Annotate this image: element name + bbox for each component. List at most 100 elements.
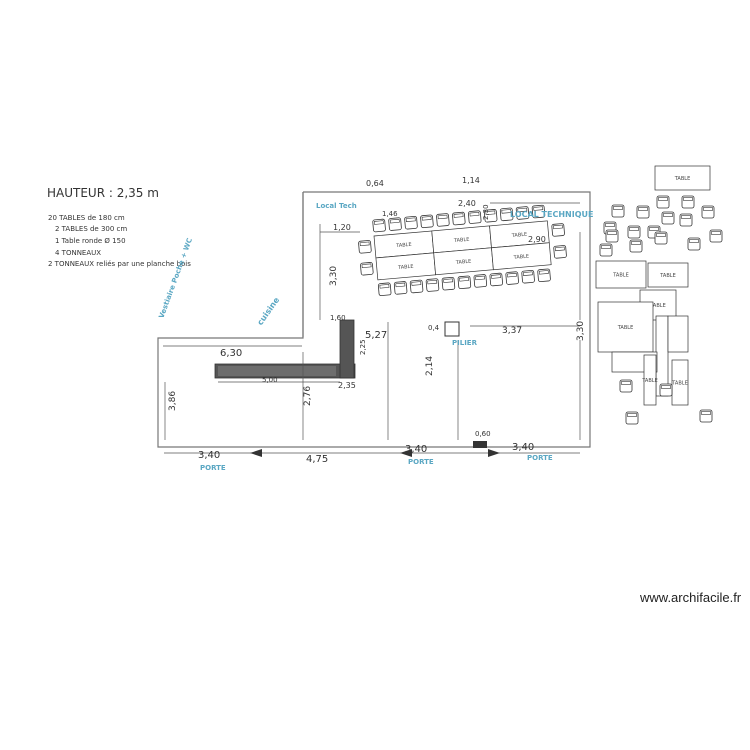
dim-value: 1,46 xyxy=(382,210,398,218)
dim-value: 2,14 xyxy=(425,356,435,376)
chair xyxy=(409,279,424,294)
note-line: 2 TONNEAUX reliés par une planche bois xyxy=(48,260,191,268)
chair xyxy=(468,210,482,224)
chair xyxy=(531,204,546,219)
dim-value: 0,64 xyxy=(366,179,384,188)
dim-value: 3,40 xyxy=(512,442,534,453)
chair xyxy=(393,281,408,295)
table: TABLE xyxy=(595,260,647,289)
chair xyxy=(489,272,503,287)
dim-value: 3,86 xyxy=(168,391,178,411)
door-label: PORTE xyxy=(408,458,434,466)
chair xyxy=(553,245,567,259)
chair xyxy=(521,269,535,284)
door-label: PORTE xyxy=(200,464,226,472)
chair xyxy=(473,274,488,288)
chair xyxy=(441,276,456,291)
note-line: 4 TONNEAUX xyxy=(55,249,101,257)
chair xyxy=(425,278,440,292)
chair xyxy=(656,195,670,209)
svg-text:TABLE: TABLE xyxy=(671,381,687,387)
table: TABLE xyxy=(491,242,552,271)
svg-text:TABLE: TABLE xyxy=(617,325,633,331)
door-label: PORTE xyxy=(527,454,553,462)
chair xyxy=(420,214,434,229)
chair xyxy=(358,240,372,254)
dim-value: 0,4 xyxy=(428,324,440,332)
room-label-local-technique: LOCAL TECHNIQUE xyxy=(510,210,593,219)
note-line: 20 TABLES de 180 cm xyxy=(48,214,125,222)
chair xyxy=(360,262,374,276)
chair xyxy=(499,207,514,222)
chair xyxy=(687,237,701,251)
table: TABLE xyxy=(433,247,494,276)
dim-value: 4,75 xyxy=(306,454,328,465)
chair xyxy=(388,217,402,231)
dim-value: 2,90 xyxy=(528,235,546,244)
dim-value: 2,30 xyxy=(482,204,490,220)
chair xyxy=(551,223,565,237)
dim-value: 3,37 xyxy=(502,326,522,336)
chair xyxy=(611,204,625,218)
dim-value: 3,40 xyxy=(405,444,427,455)
svg-text:TABLE: TABLE xyxy=(397,264,414,271)
svg-text:TABLE: TABLE xyxy=(511,232,528,239)
chair xyxy=(599,243,613,257)
dim-value: 1,20 xyxy=(333,223,351,232)
svg-text:TABLE: TABLE xyxy=(612,273,628,279)
kitchen-counter xyxy=(214,319,356,379)
door-arrows xyxy=(250,449,500,457)
chair xyxy=(627,225,641,239)
chair xyxy=(505,271,519,285)
dim-value: 2,35 xyxy=(338,381,356,390)
dim-value: 2,40 xyxy=(458,199,476,208)
dim-value: 1,14 xyxy=(462,176,480,185)
chair xyxy=(605,229,619,243)
note-line: 1 Table ronde Ø 150 xyxy=(55,237,126,245)
svg-text:TABLE: TABLE xyxy=(453,237,470,244)
room-label-local-tech: Local Tech xyxy=(316,202,357,210)
room-label-vestiaire: Vestiaire Poche + WC xyxy=(158,237,195,319)
chair xyxy=(661,211,675,225)
walls xyxy=(157,191,591,448)
chair xyxy=(679,213,693,227)
chair xyxy=(483,209,498,223)
dim-value: 5,27 xyxy=(365,330,387,341)
notes-list: 20 TABLES de 180 cm 2 TABLES de 300 cm 1… xyxy=(48,214,191,268)
table: TABLE xyxy=(654,165,711,191)
chair xyxy=(404,215,418,230)
chair xyxy=(709,229,723,243)
dim-value: 1,60 xyxy=(330,314,346,322)
dimension-values: 0,64 1,14 1,46 1,20 2,40 2,30 2,90 6,30 … xyxy=(168,176,586,465)
note-line: 2 TABLES de 300 cm xyxy=(55,225,127,233)
chair xyxy=(681,195,695,209)
chair xyxy=(452,211,466,226)
table xyxy=(667,315,689,353)
svg-text:TABLE: TABLE xyxy=(512,254,529,261)
chair xyxy=(629,239,643,253)
table: TABLE xyxy=(641,354,658,406)
chair xyxy=(625,411,639,425)
pillar-label: PILIER xyxy=(452,339,478,347)
dim-value: 3,30 xyxy=(329,266,339,286)
dim-value: 6,30 xyxy=(220,348,242,359)
chair xyxy=(372,218,386,233)
chair xyxy=(377,282,392,297)
svg-text:TABLE: TABLE xyxy=(659,273,675,279)
svg-text:TABLE: TABLE xyxy=(455,259,472,266)
dim-value: 2,25 xyxy=(359,339,367,355)
dim-value: 5,00 xyxy=(262,376,278,384)
table: TABLE xyxy=(375,252,436,281)
dim-value: 0,60 xyxy=(475,430,491,438)
table: TABLE xyxy=(597,301,654,353)
room-label-cuisine: cuisine xyxy=(256,295,282,327)
table: TABLE xyxy=(647,262,689,288)
dim-value: 2,76 xyxy=(303,386,313,406)
dim-value: 3,40 xyxy=(198,450,220,461)
chair xyxy=(654,231,668,245)
door-mark xyxy=(473,441,487,448)
dim-value: 3,30 xyxy=(576,321,586,341)
